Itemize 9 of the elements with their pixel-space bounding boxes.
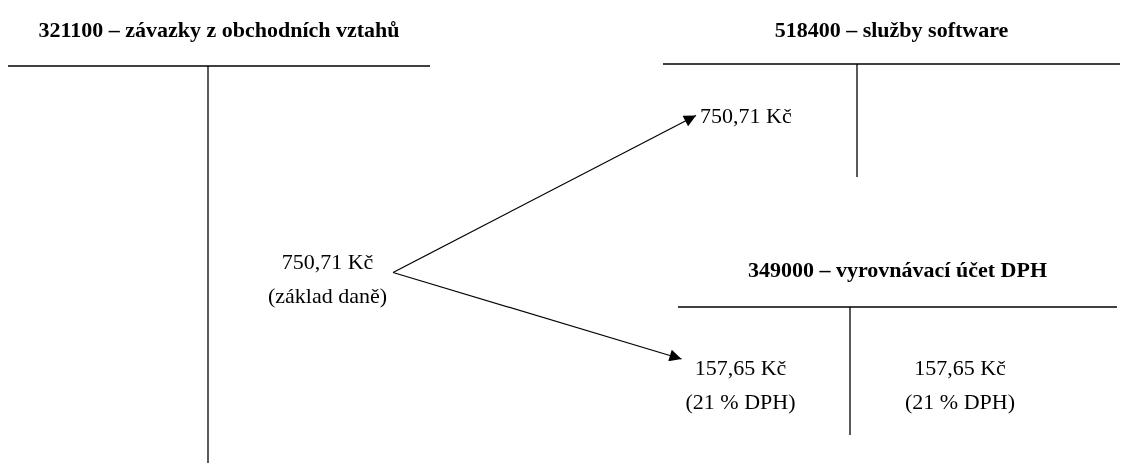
amount-text: 157,65 Kč (21 % DPH): [904, 354, 1016, 416]
account-title: 349000 – vyrovnávací účet DPH: [747, 256, 1048, 284]
account-title: 518400 – služby software: [773, 16, 1010, 44]
amount-text: 750,71 Kč: [699, 102, 793, 130]
amount-text: 157,65 Kč (21 % DPH): [684, 354, 797, 416]
amount-text: 750,71 Kč (základ daně): [266, 248, 389, 310]
account-title: 321100 – závazky z obchodních vztahů: [37, 16, 401, 44]
arrow: [392, 114, 697, 274]
arrow: [392, 271, 683, 362]
